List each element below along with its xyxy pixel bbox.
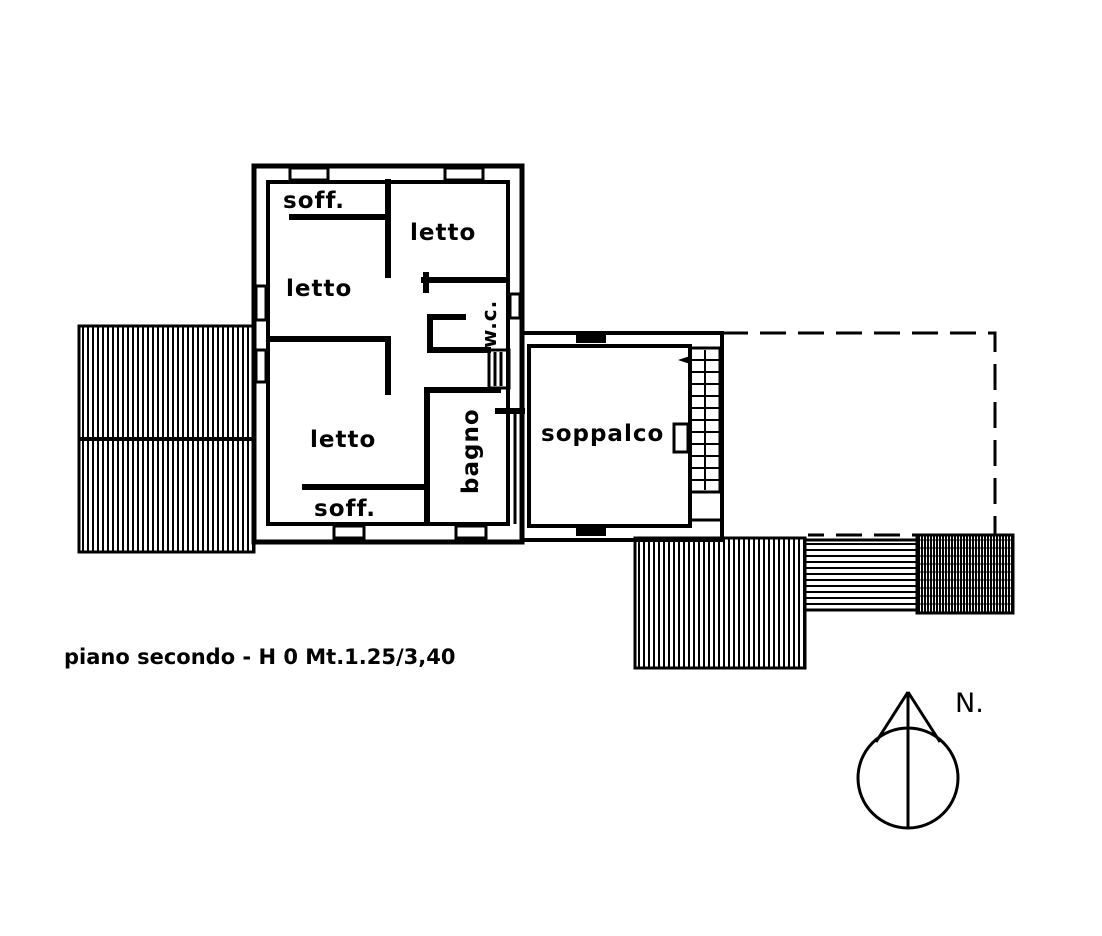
north-label: N. [955, 688, 984, 719]
outer-walls-soppalco-block [520, 331, 724, 542]
windows [254, 166, 606, 540]
room-letto-upper-left: letto [286, 276, 352, 302]
room-soff-top: soff. [283, 188, 345, 214]
roof-hatch-bottom [633, 536, 807, 670]
roof-hatch-dense [915, 533, 1015, 615]
roof-hatch-left [77, 324, 256, 554]
north-arrow [856, 691, 960, 830]
roof-hatch-horizontal [803, 538, 919, 612]
terrace-dashed-outline [722, 331, 997, 537]
room-bagno: bagno [458, 408, 484, 494]
stair-arrow [678, 356, 690, 364]
plan-caption: piano secondo - H 0 Mt.1.25/3,40 [64, 645, 455, 669]
soppalco-post [672, 422, 690, 454]
interior-walls [267, 179, 525, 524]
room-letto-upper-right: letto [410, 220, 476, 246]
room-soppalco: soppalco [541, 421, 664, 447]
room-letto-lower: letto [310, 427, 376, 453]
stair-left [487, 348, 511, 390]
stair-soppalco [688, 346, 722, 494]
room-soff-bottom: soff. [314, 496, 376, 522]
room-wc: w.c. [477, 300, 501, 348]
